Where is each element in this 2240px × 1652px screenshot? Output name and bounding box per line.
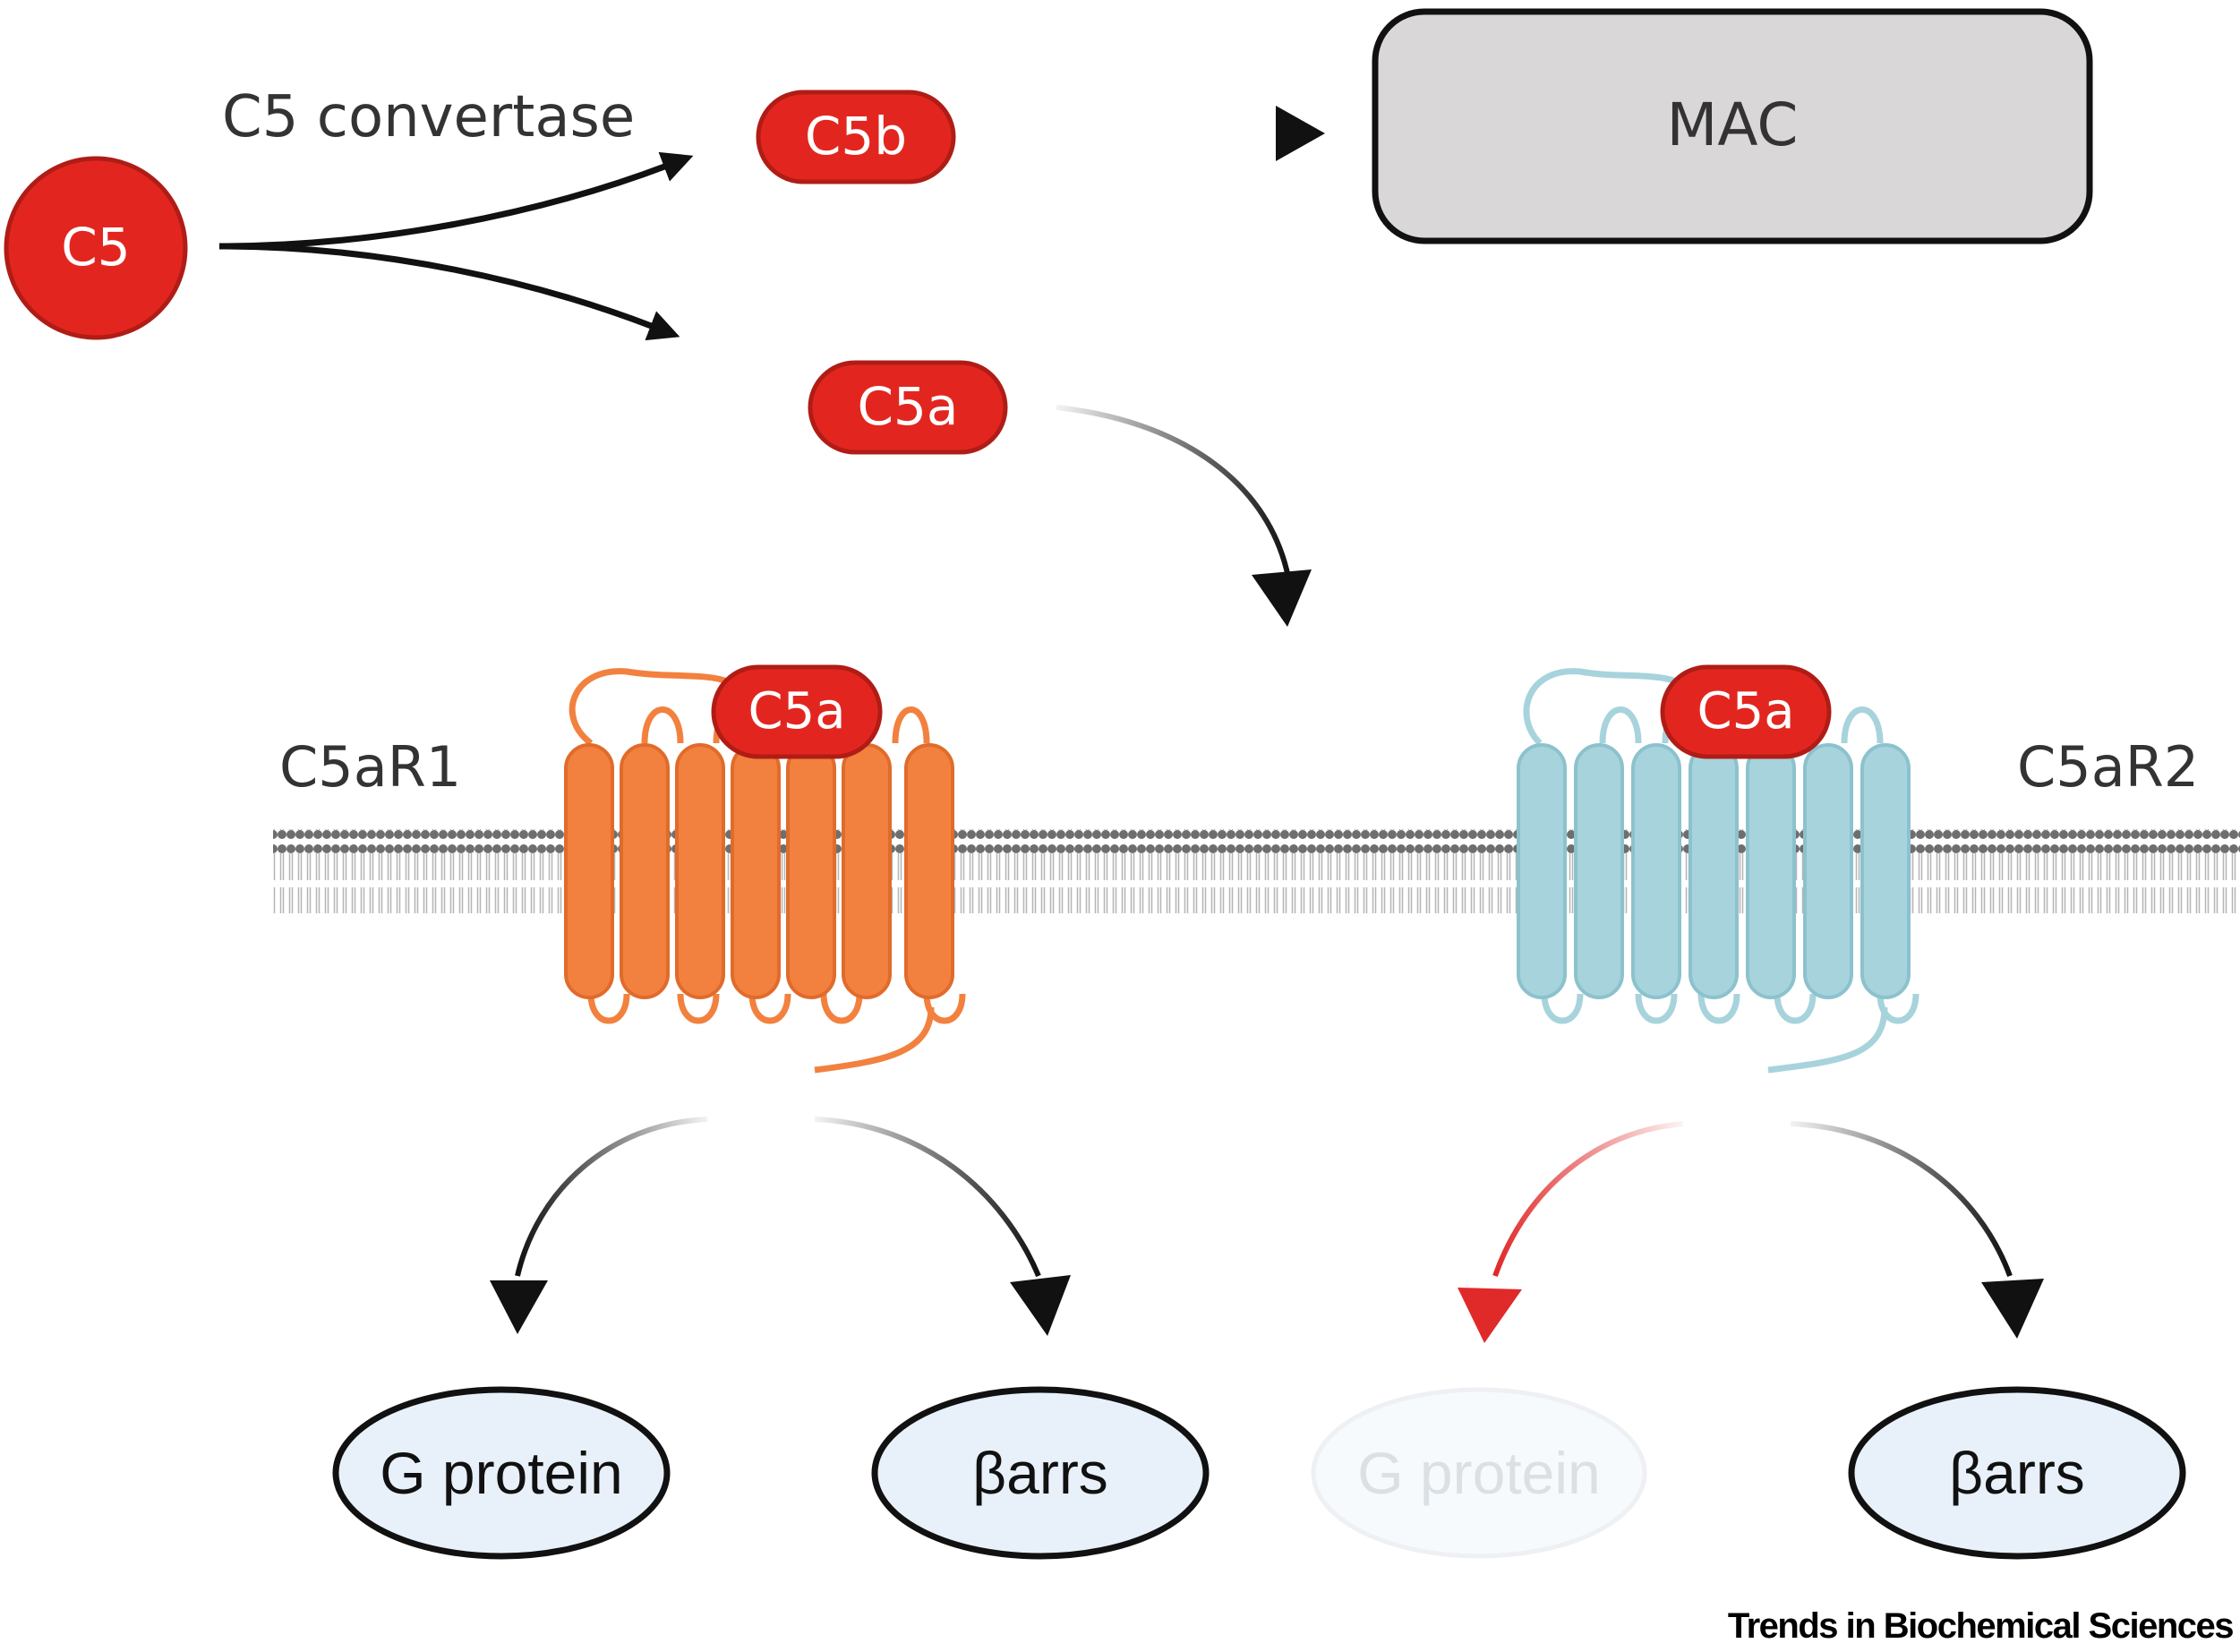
c5-node: C5 — [4, 156, 188, 340]
c5ar1-gprotein-label: G protein — [380, 1440, 622, 1506]
c5a-to-receptors-arrowhead — [1252, 569, 1312, 627]
mac-node: MAC — [1372, 8, 2093, 244]
journal-credit: Trends in Biochemical Sciences — [1727, 1606, 2235, 1646]
c5ar1-gprotein-node: G protein — [332, 1386, 671, 1560]
c5ar1-barrs-label: βarrs — [972, 1440, 1108, 1506]
mac-label: MAC — [1666, 90, 1798, 159]
c5ar2-bound-c5a-label: C5a — [1697, 682, 1794, 740]
c5-to-c5b-arrow — [218, 151, 694, 250]
c5ar1-helices — [564, 743, 954, 999]
c5ar1-to-barrs-arrow — [814, 1117, 1041, 1278]
c5ar2-helices — [1517, 743, 1911, 999]
c5ar1-bound-c5a: C5a — [711, 664, 883, 759]
c5ar2-to-barrs-arrowhead — [1981, 1279, 2044, 1339]
c5-label: C5 — [61, 217, 130, 278]
c5ar1-receptor: C5a — [564, 664, 966, 1074]
c5b-label: C5b — [805, 106, 907, 167]
c5ar1-label: C5aR1 — [279, 734, 461, 800]
c5-convertase-label: C5 convertase — [222, 84, 635, 150]
c5a-label: C5a — [858, 376, 959, 437]
c5ar1-bound-c5a-label: C5a — [748, 682, 845, 740]
c5ar2-barrs-node: βarrs — [1848, 1386, 2186, 1560]
c5ar2-to-gprotein-arrow — [1492, 1121, 1684, 1277]
c5ar2-to-barrs-arrow — [1790, 1121, 2013, 1278]
c5ar2-label: C5aR2 — [2017, 734, 2199, 800]
c5a-to-receptors-arrow — [1056, 405, 1292, 583]
c5b-to-mac-arrowhead — [1276, 106, 1325, 161]
c5ar2-bound-c5a: C5a — [1660, 664, 1832, 759]
c5ar2-receptor: C5a — [1517, 664, 1919, 1074]
c5ar2-barrs-label: βarrs — [1949, 1440, 2085, 1506]
c5ar1-barrs-node: βarrs — [871, 1386, 1210, 1560]
c5b-node: C5b — [756, 90, 956, 184]
c5ar1-to-barrs-arrowhead — [1010, 1275, 1071, 1336]
c5ar2-gprotein-node: G protein — [1311, 1387, 1647, 1559]
c5a-node: C5a — [808, 360, 1008, 455]
c5ar2-to-gprotein-arrowhead — [1458, 1288, 1522, 1343]
c5ar2-gprotein-label: G protein — [1357, 1440, 1600, 1506]
c5ar1-to-gprotein-arrow — [515, 1117, 708, 1277]
c5ar1-to-gprotein-arrowhead — [490, 1280, 548, 1334]
c5-to-c5a-arrow — [218, 243, 680, 341]
